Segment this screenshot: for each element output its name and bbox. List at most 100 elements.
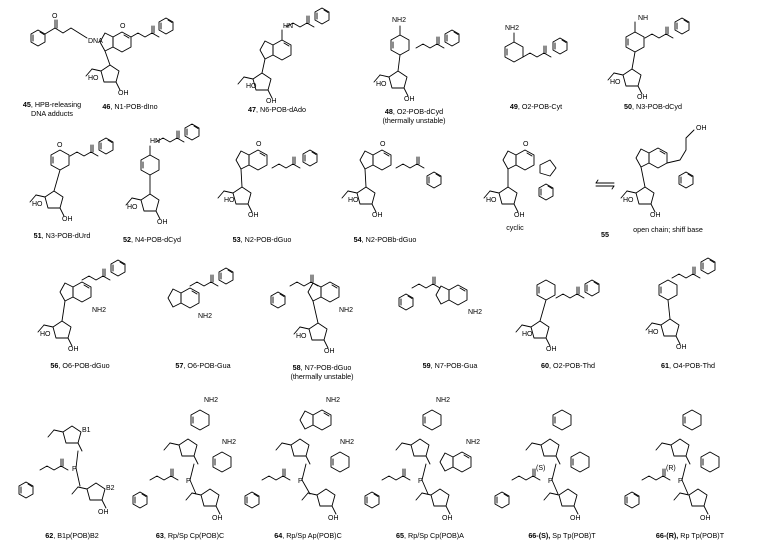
atom-label: P	[72, 466, 77, 473]
structure-45: O DNA	[30, 13, 103, 47]
atom-label: O	[52, 13, 58, 20]
caption-64: 64, Rp/Sp Ap(POB)C	[274, 531, 342, 540]
atom-label: NH2	[92, 307, 106, 314]
atom-label: HO	[610, 79, 621, 86]
caption-56: 56, O6-POB-dGuo	[50, 361, 110, 370]
structure-61: HO OH	[645, 257, 716, 351]
caption-60: 60, O2-POB-Thd	[541, 361, 595, 370]
atom-label: O	[523, 141, 529, 148]
caption-59: 59, N7-POB-Gua	[422, 361, 478, 370]
atom-label: OH	[118, 90, 129, 97]
atom-label: NH2	[466, 439, 480, 446]
caption-54: 54, N2-POBb-dGuo	[353, 235, 417, 244]
structure-59: NH2	[398, 276, 482, 316]
atom-label: O	[380, 141, 386, 148]
atom-label: OH	[62, 216, 73, 223]
atom-label: (S)	[536, 465, 545, 472]
atom-label: OH	[650, 212, 661, 219]
structure-52: HN HO OH	[125, 123, 200, 226]
atom-label: NH2	[505, 25, 519, 32]
atom-label: HO	[296, 333, 307, 340]
atom-label: OH	[372, 212, 383, 219]
atom-label: OH	[324, 348, 335, 355]
caption-45: 45, HPB-releasing DNA adducts	[22, 100, 82, 118]
structure-64: P NH2 NH2 OH	[244, 397, 354, 522]
atom-label: HO	[127, 204, 138, 211]
atom-label: P	[548, 478, 553, 485]
structure-58: NH2 HO OH	[270, 274, 353, 355]
structure-49: NH2	[504, 25, 568, 63]
structure-46: O HO OH	[85, 17, 174, 97]
caption-51: 51, N3-POB-dUrd	[33, 231, 91, 240]
structure-57: NH2	[167, 267, 234, 320]
atom-label: OH	[404, 96, 415, 103]
atom-label: P	[186, 478, 191, 485]
structure-56: NH2 HO OH	[37, 259, 126, 353]
structure-53: O HO OH	[217, 141, 318, 219]
atom-label: HN	[150, 138, 160, 145]
label-cyclic: cyclic	[506, 223, 524, 232]
atom-label: O	[256, 141, 262, 148]
atom-label: NH2	[436, 397, 450, 404]
structure-63: P NH2 NH2 OH	[132, 397, 236, 522]
atom-label: OH	[98, 509, 109, 516]
caption-52: 52, N4-POB-dCyd	[123, 235, 181, 244]
atom-label: NH2	[339, 307, 353, 314]
atom-label: O	[57, 142, 63, 149]
atom-label: OH	[700, 515, 711, 522]
structure-60: HO OH	[515, 279, 600, 353]
atom-label: OH	[546, 346, 557, 353]
atom-label: OH	[68, 346, 79, 353]
atom-label: HO	[224, 197, 235, 204]
atom-label: P	[298, 478, 303, 485]
atom-label: B2	[106, 485, 115, 492]
atom-label: NH2	[326, 397, 340, 404]
atom-label: NH2	[392, 17, 406, 24]
structure-47: HN HO OH	[237, 7, 330, 105]
atom-label: HO	[486, 197, 497, 204]
atom-label: NH2	[468, 309, 482, 316]
atom-label: OH	[696, 125, 707, 132]
caption-48: 48, O2-POB-dCyd (thermally unstable)	[382, 107, 446, 125]
atom-label: OH	[637, 94, 648, 101]
atom-label: P	[678, 478, 683, 485]
structure-55-cyclic: O HO OH	[483, 141, 557, 219]
atom-label: P	[418, 478, 423, 485]
structure-66-R: P (R) OH	[624, 409, 720, 522]
atom-label: B1	[82, 427, 91, 434]
caption-50: 50, N3-POB-dCyd	[624, 102, 682, 111]
structure-51: O HO OH	[29, 137, 114, 223]
atom-label: HO	[522, 331, 533, 338]
atom-label: HO	[348, 197, 359, 204]
label-open-chain: open chain; shiff base	[633, 225, 703, 234]
structure-48: NH2 HO OH	[373, 17, 460, 103]
atom-label: OH	[328, 515, 339, 522]
structure-54: O HO OH	[341, 141, 442, 219]
caption-63: 63, Rp/Sp Cp(POB)C	[155, 531, 225, 540]
caption-55: 55	[601, 230, 609, 239]
equilibrium-arrow	[595, 179, 615, 190]
caption-58: 58, N7-POB-dGuo (thermally unstable)	[290, 363, 354, 381]
atom-label: OH	[676, 344, 687, 351]
structure-66-S: P (S) OH	[494, 409, 590, 522]
atom-label: HO	[648, 329, 659, 336]
atom-label: OH	[514, 212, 525, 219]
atom-label: HO	[40, 331, 51, 338]
atom-label: O	[120, 23, 126, 30]
caption-57: 57, O6-POB-Gua	[175, 361, 231, 370]
caption-53: 53, N2-POB-dGuo	[232, 235, 292, 244]
caption-66-r: 66-(R), Rp Tp(POB)T	[655, 531, 725, 540]
caption-61: 61, O4-POB-Thd	[661, 361, 715, 370]
atom-label: OH	[157, 219, 168, 226]
caption-65: 65, Rp/Sp Cp(POB)A	[396, 531, 464, 540]
atom-label: OH	[248, 212, 259, 219]
structure-62: P B1 B2 OH	[18, 425, 115, 516]
caption-62: 62, B1p(POB)B2	[45, 531, 99, 540]
atom-label: NH2	[340, 439, 354, 446]
atom-label: DNA	[88, 38, 103, 45]
atom-label: HO	[623, 197, 634, 204]
atom-label: (R)	[666, 465, 676, 472]
atom-label: NH2	[198, 313, 212, 320]
atom-label: OH	[442, 515, 453, 522]
